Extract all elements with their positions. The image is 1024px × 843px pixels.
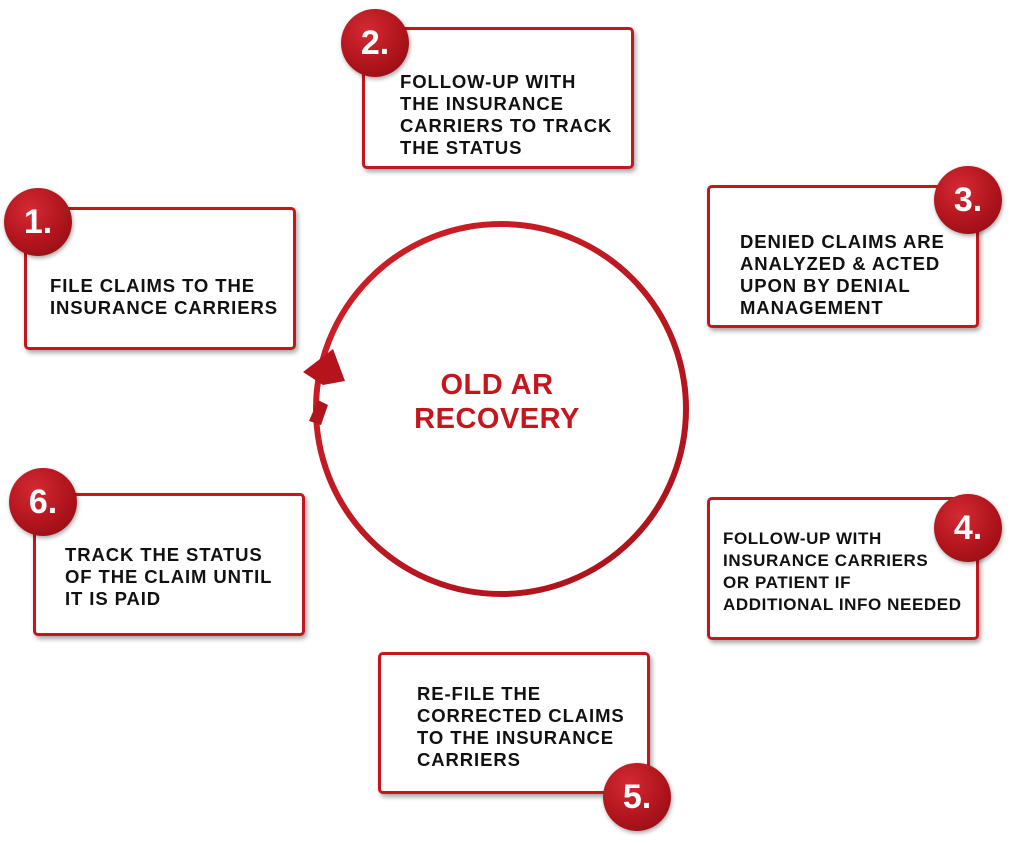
step-1-badge: 1. (4, 188, 72, 256)
step-2-badge: 2. (341, 9, 409, 77)
step-3-text: DENIED CLAIMS ARE ANALYZED & ACTED UPON … (740, 231, 945, 318)
step-3-badge: 3. (934, 166, 1002, 234)
step-4-text: FOLLOW-UP WITH INSURANCE CARRIERS OR PAT… (723, 529, 962, 614)
step-5-text: RE-FILE THE CORRECTED CLAIMS TO THE INSU… (417, 683, 625, 770)
center-title: OLD AR RECOVERY (380, 368, 614, 436)
step-6-badge: 6. (9, 468, 77, 536)
cycle-arrow-stem (309, 400, 328, 425)
step-4-badge: 4. (934, 494, 1002, 562)
cycle-arrow-head-icon (303, 349, 345, 385)
center-title-line1: OLD AR (440, 369, 554, 401)
step-2-text: FOLLOW-UP WITH THE INSURANCE CARRIERS TO… (400, 71, 613, 158)
center-title-line2: RECOVERY (414, 403, 580, 435)
step-2-box (362, 27, 634, 169)
step-6-box (33, 493, 305, 636)
step-4-box (707, 497, 979, 640)
step-5-badge: 5. (603, 763, 671, 831)
step-6-text: TRACK THE STATUS OF THE CLAIM UNTIL IT I… (65, 544, 273, 609)
step-3-box (707, 185, 979, 328)
step-1-text: FILE CLAIMS TO THE INSURANCE CARRIERS (50, 275, 278, 318)
step-5-box (378, 652, 650, 794)
